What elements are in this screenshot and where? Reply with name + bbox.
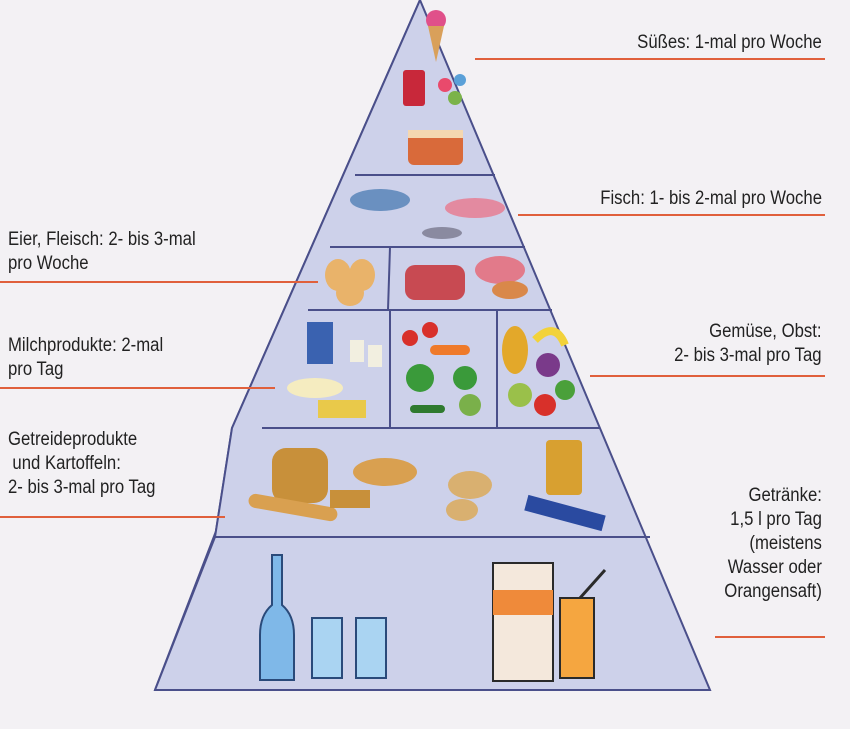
label-line: pro Tag [8,359,64,380]
leader-line-veg-fruit [590,375,825,377]
label-line: Getränke: [748,485,822,506]
label-line: Milchprodukte: 2-mal [8,335,164,356]
label-line: (meistens [749,533,822,554]
label-line: Eier, Fleisch: 2- bis 3-mal [8,229,196,250]
leader-line-eggs-meat [0,281,318,283]
label-eggs-meat: Eier, Fleisch: 2- bis 3-mal pro Woche [8,228,196,276]
label-line: Wasser oder [727,557,822,578]
label-line: pro Woche [8,253,89,274]
fruit-icons [502,326,575,416]
label-fish: Fisch: 1- bis 2-mal pro Woche [600,188,822,209]
label-line: Gemüse, Obst: [709,321,822,342]
label-line: und Kartoffeln: [12,453,121,474]
label-dairy: Milchprodukte: 2-mal pro Tag [8,334,163,382]
leader-line-fish [518,214,825,216]
label-line: 1,5 l pro Tag [730,509,822,530]
leader-line-sweets [475,58,825,60]
label-drinks: Getränke: 1,5 l pro Tag (meistens Wasser… [724,484,822,604]
leader-line-drinks [715,636,825,638]
sweets-icons [403,10,466,165]
vegetable-icons [402,322,481,416]
label-line: Orangensaft) [724,581,822,602]
fish-icons [350,189,505,239]
leader-line-dairy [0,387,275,389]
dairy-icons [287,322,382,418]
label-sweets: Süßes: 1-mal pro Woche [637,32,822,53]
grain-icons [248,440,606,532]
drink-icons [259,554,607,682]
leader-line-grains [0,516,225,518]
label-veg-fruit: Gemüse, Obst: 2- bis 3-mal pro Tag [675,320,822,368]
pyramid-front-face [153,0,712,691]
label-grains: Getreideprodukte und Kartoffeln: 2- bis … [8,428,155,500]
label-line: 2- bis 3-mal pro Tag [8,477,156,498]
label-line: Getreideprodukte [8,429,138,450]
level-dividers [215,174,650,538]
label-line: 2- bis 3-mal pro Tag [674,345,822,366]
eggs-meat-icons [325,256,528,306]
